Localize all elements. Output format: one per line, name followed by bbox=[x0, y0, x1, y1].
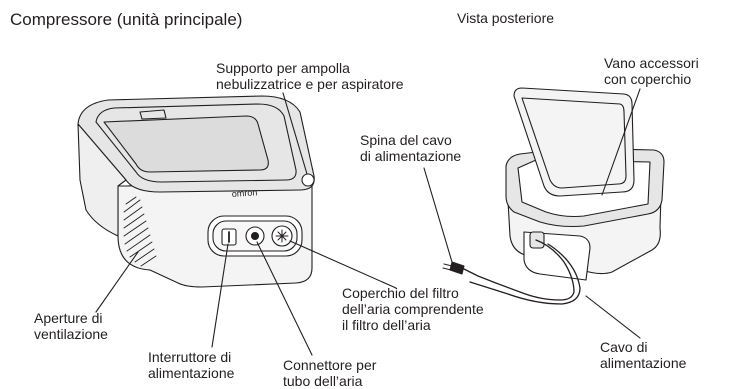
label-power-switch: Interruttore di alimentazione bbox=[148, 349, 235, 381]
leader-cord bbox=[585, 295, 641, 339]
air-filter-star bbox=[275, 229, 289, 243]
compressor-main-unit bbox=[77, 95, 315, 288]
label-accessory-compartment: Vano accessori con coperchio bbox=[604, 55, 699, 87]
lid-tab bbox=[139, 109, 167, 120]
label-power-cord: Cavo di alimentazione bbox=[600, 339, 687, 371]
nebulizer-holder bbox=[301, 173, 315, 187]
brand-logo: omron bbox=[231, 187, 257, 199]
label-air-connector: Connettore per tubo dell’aria bbox=[283, 357, 377, 389]
leader-power-switch bbox=[211, 243, 229, 348]
label-vents: Aperture di ventilazione bbox=[34, 310, 108, 342]
accessory-lid bbox=[513, 87, 635, 197]
compressor-lid bbox=[103, 115, 269, 173]
leader-plug bbox=[423, 167, 453, 263]
power-cord bbox=[461, 239, 575, 301]
leader-air-connector bbox=[256, 241, 313, 356]
compressor-left-side bbox=[77, 123, 127, 237]
compressor-top-rim bbox=[95, 103, 297, 183]
main-title: Compressore (unità principale) bbox=[10, 10, 243, 29]
leader-accessory bbox=[601, 88, 641, 196]
label-power-plug: Spina del cavo di alimentazione bbox=[360, 132, 462, 164]
label-support: Supporto per ampolla nebulizzatrice e pe… bbox=[216, 60, 404, 92]
ventilation-grille bbox=[123, 196, 157, 267]
power-plug bbox=[449, 261, 465, 275]
leader-vents bbox=[95, 251, 139, 313]
accessory-lid-inner bbox=[521, 97, 627, 189]
leader-support bbox=[282, 92, 308, 175]
leader-filter-cover bbox=[289, 240, 397, 289]
compressor-rear-unit bbox=[505, 87, 665, 281]
rear-view-title: Vista posteriore bbox=[457, 10, 555, 26]
label-filter-cover: Coperchio del filtro dell’aria comprende… bbox=[342, 285, 484, 333]
